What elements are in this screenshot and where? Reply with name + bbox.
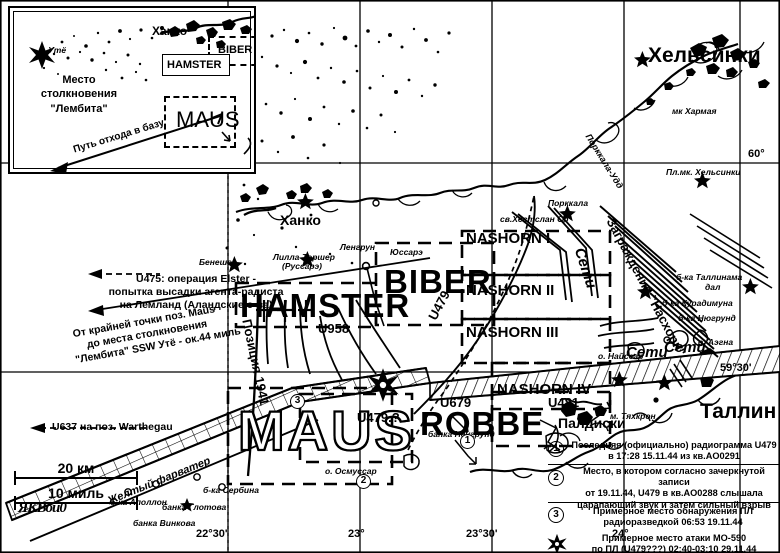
inset-zone-label-biber: BIBER bbox=[218, 44, 253, 56]
attack-star-map bbox=[367, 368, 399, 402]
legend-row-star: Примерное место атаки МО-590 по ПЛ (U479… bbox=[547, 530, 780, 553]
coord-lon-24: 24° bbox=[612, 528, 629, 540]
inset-caption-line2: столкновения bbox=[40, 88, 118, 101]
scale-miles-label: 10 миль bbox=[48, 485, 104, 501]
place-label-porkkala: Порккала bbox=[548, 198, 589, 208]
coord-lon-2230: 22°30' bbox=[196, 528, 228, 540]
zone-label-biber: BIBER bbox=[384, 263, 492, 300]
inset-city-label-hanko: Ханко bbox=[152, 24, 188, 38]
legend-3-line1: Примерное место обнаружения ПЛ bbox=[593, 506, 753, 516]
zone-label-robbe: ROBBE bbox=[420, 405, 545, 442]
legend-panel: 1 Последняя (официально) радиограмма U47… bbox=[547, 438, 780, 553]
author-signature: ЯКВои0 bbox=[18, 500, 67, 516]
coord-lon-23: 23° bbox=[348, 528, 365, 540]
route-label-zagrazhdenie-nashorn: Заграждение "Насхорн" bbox=[603, 215, 690, 359]
map-marker-2[interactable]: 2 bbox=[356, 474, 371, 489]
place-label-vinkova: банка Винкова bbox=[133, 518, 196, 528]
place-label-benesher: Бенешер bbox=[199, 257, 238, 267]
attack-star-icon bbox=[547, 533, 567, 553]
legend-star-line2: по ПЛ (U479???) 02:40-03:10 29.11.44 bbox=[591, 544, 757, 553]
note-u475-elster: U475: операция Elster - попытка высадки … bbox=[66, 273, 326, 312]
place-label-mk-harmaya: мк Хармая bbox=[672, 106, 717, 116]
place-label-lengrund: Ленгрун bbox=[340, 242, 376, 252]
map-marker-1[interactable]: 1 bbox=[460, 434, 475, 449]
place-label-naissaar: о. Найссар bbox=[598, 351, 644, 361]
place-label-kuradimuna: б-ка Курадимуна bbox=[662, 298, 733, 308]
legend-marker-3: 3 bbox=[548, 507, 564, 523]
inset-map-panel: BIBER HAMSTER MAUS Ханко Утё Место столк… bbox=[8, 6, 256, 174]
place-label-kallbadagrund: св.Хестслан Ср bbox=[500, 214, 569, 224]
place-label-yussare: Юссарэ bbox=[390, 247, 423, 257]
legend-3-line2: радиоразведкой 06:53 19.11.44 bbox=[603, 517, 743, 528]
place-label-russare: (Руссарэ) bbox=[282, 261, 323, 271]
place-label-nyugrund: б-ка Нюгрунд bbox=[678, 313, 736, 323]
legend-2-line1: Место, в котором согласно зачеркнутой за… bbox=[583, 466, 765, 488]
legend-2-line3: царапающий звук и затем сильный взрыв bbox=[577, 499, 771, 510]
note-u637-warthegau: U637 на поз. Warthegau bbox=[52, 421, 173, 433]
route-label-porkkala-udd: Порккала-Удд bbox=[583, 132, 626, 191]
city-label-tallinn: Таллин bbox=[700, 400, 777, 423]
inset-zone-label-hamster: HAMSTER bbox=[167, 59, 222, 71]
inset-caption: Место столкновения "Лембита" bbox=[24, 73, 134, 116]
inset-zone-box-hamster bbox=[162, 54, 230, 76]
route-label-seti-3: Сети bbox=[626, 344, 668, 361]
legend-2-line2: от 19.11.44, U479 в кв.AO0288 слышала bbox=[585, 488, 763, 499]
map-marker-3[interactable]: 3 bbox=[290, 394, 305, 409]
uboat-label-u958: U958 bbox=[318, 321, 350, 336]
legend-row-3: 3 Примерное место обнаружения ПЛ радиора… bbox=[548, 502, 780, 530]
zone-label-nashorn-4: NASHORN IV bbox=[497, 381, 592, 398]
legend-row-1: 1 Последняя (официально) радиограмма U47… bbox=[548, 438, 780, 464]
inset-zone-box-biber bbox=[208, 36, 254, 66]
city-label-paldiski: Палдиски bbox=[558, 415, 626, 431]
legend-star-line1: Примерное место атаки МО-590 bbox=[601, 533, 747, 543]
finland-coastline bbox=[235, 43, 739, 213]
inset-zone-box-maus bbox=[164, 96, 236, 148]
scale-bar: 20 км 10 миль bbox=[14, 460, 138, 510]
skerry-stipple bbox=[225, 26, 451, 266]
coord-lon-2330: 23°30' bbox=[466, 528, 498, 540]
place-label-serbina: б-ка Сербина bbox=[203, 485, 259, 495]
zone-label-hamster: HAMSTER bbox=[240, 287, 411, 324]
coord-lat-5930: 59°30' bbox=[720, 362, 752, 374]
coord-lat-60: 60° bbox=[748, 148, 765, 160]
route-label-seti-1: Сети bbox=[570, 245, 600, 291]
place-label-tyahkrona: м. Тяхкрон bbox=[610, 411, 656, 421]
city-label-hanko: Ханко bbox=[280, 212, 321, 228]
legend-1-line2: в 17:28 15.11.44 из кв.AO0291 bbox=[608, 451, 740, 462]
place-label-banka-neugrund: банка Неугрунд bbox=[428, 429, 495, 439]
note-u475-line1: U475: операция Elster - bbox=[136, 273, 256, 285]
inset-caption-line1: Место bbox=[62, 74, 96, 86]
legend-row-2: 2 Место, в котором согласно зачеркнутой … bbox=[548, 464, 780, 510]
uboat-label-u479q: U479.? bbox=[357, 410, 400, 425]
legend-marker-2: 2 bbox=[548, 470, 564, 486]
legend-marker-1: 1 bbox=[548, 441, 564, 457]
uboat-label-u481: U481 bbox=[548, 395, 580, 410]
place-label-aegna: о. Аэгна bbox=[698, 337, 734, 347]
zone-label-nashorn-1: NASHORN I bbox=[466, 230, 551, 247]
scale-km-label: 20 км bbox=[57, 460, 95, 476]
inset-caption-line3: "Лембита" bbox=[50, 102, 108, 115]
zone-label-nashorn-3: NASHORN III bbox=[466, 324, 559, 341]
place-label-tallinamadal: б-ка Таллинама bbox=[676, 272, 743, 282]
route-label-seti-2: Сети bbox=[664, 339, 706, 356]
place-label-pl-mk-helsinki: Пл.мк. Хельсинки bbox=[666, 167, 741, 177]
legend-1-line1: Последняя (официально) радиограмма U479 bbox=[571, 440, 777, 450]
zone-label-nashorn-2: NASHORN II bbox=[466, 282, 555, 299]
place-label-osmussaar: о. Осмуссар bbox=[325, 466, 377, 476]
place-label-tallinamadal-2: дал bbox=[705, 282, 721, 292]
city-label-helsinki: Хельсинки bbox=[648, 44, 761, 67]
uboat-label-u679: U679 bbox=[440, 395, 472, 410]
place-label-lilla-tyorsher: Лилла-Торшер bbox=[273, 252, 335, 262]
place-label-apollon: б-ка Аполлон bbox=[110, 497, 167, 507]
note-u475-line2: попытка высадки агента-радиста bbox=[108, 286, 284, 299]
place-label-glotova: банка Глотова bbox=[162, 502, 227, 512]
note-u475-line3: на Лемланд (Аландские о-ва) bbox=[119, 299, 273, 312]
zone-label-maus: MAUS bbox=[237, 398, 415, 463]
inset-place-label-ute: Утё bbox=[48, 45, 67, 55]
inset-zone-label-maus: MAUS bbox=[176, 107, 240, 132]
